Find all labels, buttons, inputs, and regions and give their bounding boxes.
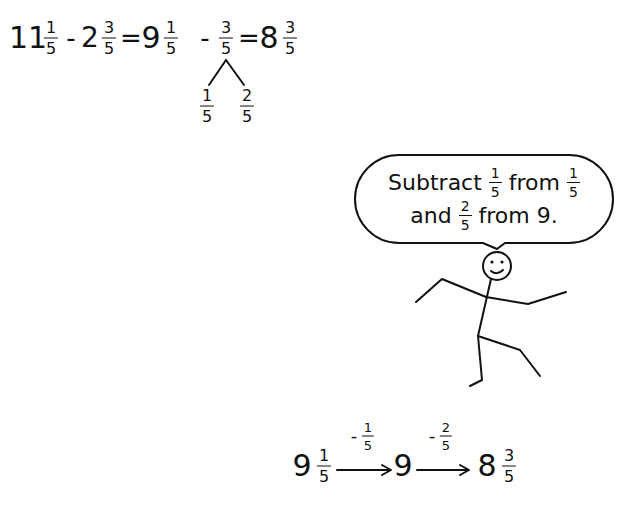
numerator: 1 [200, 88, 214, 107]
fraction: 15 [317, 448, 331, 485]
numerator: 3 [102, 20, 116, 39]
denominator: 5 [319, 467, 329, 485]
fraction: 15 [164, 20, 178, 57]
arrow-head [382, 465, 391, 475]
bubble-text: Subtract15from15and25from 9. [354, 154, 614, 244]
math-label: 8 [259, 23, 278, 53]
fraction: 15 [200, 88, 214, 125]
denominator: 5 [221, 39, 231, 57]
denominator: 5 [491, 183, 500, 199]
stick-eye [500, 260, 503, 263]
denominator: 5 [442, 437, 450, 452]
stick-leg [478, 336, 540, 376]
text-line: Subtract15from15 [388, 166, 580, 199]
numerator: 1 [44, 20, 58, 39]
fraction: 25 [440, 421, 452, 452]
stick-body [478, 279, 491, 336]
stick-head [483, 252, 511, 280]
math-label: 2 [81, 24, 99, 52]
stick-smile [491, 270, 503, 273]
math-label: = [120, 25, 142, 51]
speech-bubble: Subtract15from15and25from 9. [354, 154, 614, 244]
text-line: and 25 from 9. [388, 199, 580, 232]
numerator: 1 [362, 421, 374, 437]
math-label: 9 [292, 451, 311, 481]
step-arrow [417, 469, 468, 471]
math-label: 9 [141, 23, 160, 53]
bubble-word: from 9. [479, 203, 558, 228]
fraction: 15 [362, 421, 374, 452]
numerator: 3 [219, 20, 233, 39]
stick-leg [470, 336, 482, 386]
arrow-head [460, 465, 469, 475]
denominator: 5 [242, 107, 252, 125]
bubble-word: and [410, 203, 451, 228]
denominator: 5 [569, 183, 578, 199]
bubble-word: Subtract [388, 170, 482, 195]
stick-eye [490, 260, 493, 263]
math-label: 9 [393, 451, 412, 481]
denominator: 5 [202, 107, 212, 125]
denominator: 5 [46, 39, 56, 57]
fraction: 15 [44, 20, 58, 57]
step-arrow [337, 469, 390, 471]
numerator: 2 [440, 421, 452, 437]
numerator: 1 [317, 448, 331, 467]
fraction: 25 [459, 199, 472, 232]
numerator: 2 [240, 88, 254, 107]
math-label: 8 [477, 451, 496, 481]
math-label: - [66, 25, 75, 51]
denominator: 5 [461, 216, 470, 232]
fraction: 35 [102, 20, 116, 57]
denominator: 5 [166, 39, 176, 57]
numerator: 1 [489, 166, 502, 183]
stick-arm [486, 292, 566, 304]
math-label: = [238, 25, 260, 51]
numerator: 3 [502, 448, 516, 467]
denominator: 5 [285, 39, 295, 57]
math-label: - [429, 427, 436, 445]
fraction: 35 [283, 20, 297, 57]
numerator: 1 [164, 20, 178, 39]
fraction: 15 [567, 166, 580, 199]
stick-arm [416, 279, 486, 302]
fraction: 25 [240, 88, 254, 125]
math-label: - [351, 427, 358, 445]
denominator: 5 [504, 467, 514, 485]
math-label: - [200, 25, 209, 51]
numerator: 1 [567, 166, 580, 183]
fraction: 35 [502, 448, 516, 485]
bond-line [209, 60, 226, 85]
numerator: 2 [459, 199, 472, 216]
denominator: 5 [104, 39, 114, 57]
math-label: 11 [9, 23, 47, 53]
bubble-shape [355, 155, 613, 249]
fraction: 15 [489, 166, 502, 199]
bond-line [226, 60, 244, 85]
numerator: 3 [283, 20, 297, 39]
fraction: 35 [219, 20, 233, 57]
bubble-word: from [509, 170, 560, 195]
denominator: 5 [364, 437, 372, 452]
